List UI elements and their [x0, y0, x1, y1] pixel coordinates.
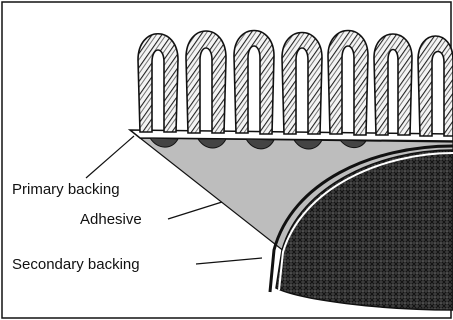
yarn-loops: [138, 31, 453, 137]
label-primary-backing: Primary backing: [12, 182, 120, 197]
yarn-loop: [138, 34, 178, 132]
label-secondary-backing: Secondary backing: [12, 257, 140, 272]
leader-line-adhesive: [168, 202, 222, 219]
yarn-loop: [418, 36, 453, 136]
yarn-loop: [234, 31, 274, 135]
yarn-loop: [282, 33, 322, 135]
leader-line-secondary: [196, 258, 262, 264]
yarn-loop: [328, 31, 368, 136]
yarn-loop: [374, 34, 412, 135]
label-adhesive: Adhesive: [80, 212, 142, 227]
yarn-loop: [186, 31, 226, 133]
leader-line-primary: [86, 136, 134, 178]
